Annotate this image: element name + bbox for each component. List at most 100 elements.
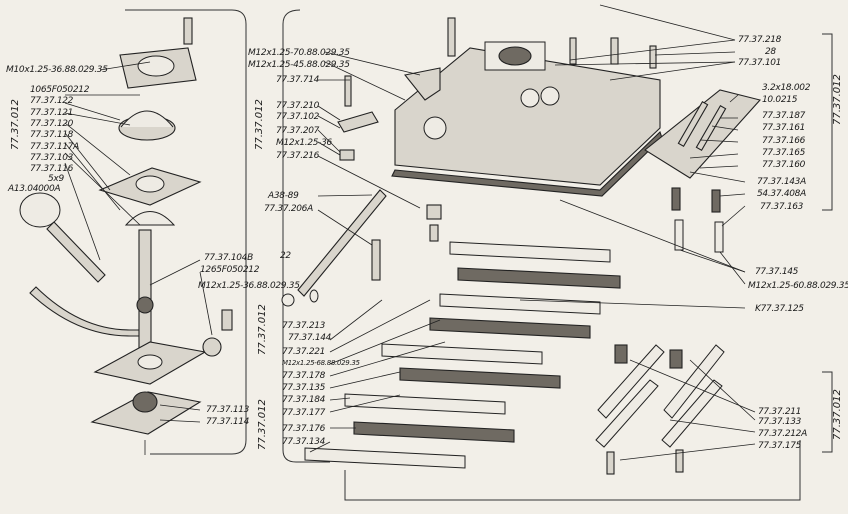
label-77-37-206a: 77.37.206A <box>264 204 313 214</box>
rail-3 <box>439 293 601 315</box>
bolt-top-left <box>183 17 193 45</box>
shift-rails <box>304 241 621 469</box>
label-77-37-135: 77.37.135 <box>282 383 326 393</box>
bottom-right-bracket <box>822 371 833 453</box>
label-77-37-117a: 77.37.117A <box>30 142 79 152</box>
spring-small <box>429 224 439 242</box>
label-side-left: 77.37.012 <box>10 99 21 150</box>
rail-9 <box>304 447 466 469</box>
label-bolt-m12-left: M12x1.25-36.88.029.35 <box>198 281 300 291</box>
housing-body <box>394 47 661 186</box>
label-side-middle-lower: 77.37.012 <box>257 399 268 450</box>
stud-top <box>447 17 456 57</box>
plunger-2 <box>714 221 724 253</box>
housing-parts <box>281 17 663 307</box>
label-77-37-211: 77.37.211 <box>758 407 801 417</box>
label-m12-36: M12x1.25-36 <box>276 138 333 148</box>
label-m12-70: M12x1.25-70.88.029.35 <box>248 48 350 58</box>
label-77-37-133: 77.37.133 <box>758 417 802 427</box>
label-a38-89: A38-89 <box>267 191 299 201</box>
right-bracket <box>822 33 833 211</box>
gasket-ring <box>132 391 158 413</box>
side-rod-2 <box>695 104 727 152</box>
clamp-bolt <box>221 309 233 331</box>
label-k77-37-125: K77.37.125 <box>755 304 804 314</box>
label-77-37-207: 77.37.207 <box>276 126 320 136</box>
label-77-37-218: 77.37.218 <box>738 35 782 45</box>
bushing-2 <box>669 349 683 369</box>
plate-bottom-2 <box>663 344 725 419</box>
label-m12-45: M12x1.25-45.88.029.35 <box>248 60 350 70</box>
bolt-bottom-2 <box>675 449 684 473</box>
stud-center <box>569 37 577 65</box>
leader-lines <box>64 4 756 461</box>
rail-4 <box>429 317 591 339</box>
spring-right-1 <box>671 187 681 211</box>
middle-group-frame <box>282 9 330 463</box>
label-77-37-161: 77.37.161 <box>762 123 805 133</box>
label-77-37-145: 77.37.145 <box>755 267 799 277</box>
label-77-37-166: 77.37.166 <box>762 136 806 146</box>
knob-stem <box>46 221 106 283</box>
label-77-37-113: 77.37.113 <box>206 405 250 415</box>
rail-1 <box>449 241 611 263</box>
shift-lever-bent <box>29 286 151 337</box>
right-parts <box>595 89 762 475</box>
label-77-37-212a: 77.37.212A <box>758 429 807 439</box>
label-77-37-175: 77.37.175 <box>758 441 802 451</box>
gasket-plate <box>90 391 202 435</box>
side-rod-1 <box>677 100 709 148</box>
washer-block <box>339 149 355 161</box>
label-side-right: 77.37.012 <box>832 74 843 125</box>
label-77-37-165: 77.37.165 <box>762 148 806 158</box>
rail-7 <box>344 393 506 415</box>
label-5x9: 5x9 <box>48 174 64 184</box>
label-77-37-102: 77.37.102 <box>276 112 320 122</box>
label-77-37-221: 77.37.221 <box>282 347 325 357</box>
plate-bottom-4 <box>661 379 723 448</box>
label-77-37-120: 77.37.120 <box>30 119 74 129</box>
label-77-37-177: 77.37.177 <box>282 408 326 418</box>
label-77-37-178: 77.37.178 <box>282 371 326 381</box>
bushing-block <box>426 204 442 220</box>
left-parts <box>19 17 233 455</box>
bolt-bottom-1 <box>606 451 615 475</box>
plunger-1 <box>674 219 684 251</box>
cover-boot-hole <box>137 55 175 77</box>
housing-opening <box>498 46 532 66</box>
label-54-37-408a: 54.37.408A <box>757 189 806 199</box>
part-labels: M10x1.25-36.88.029.35 1065F050212 77.37.… <box>6 35 848 451</box>
stud-right <box>610 37 619 65</box>
label-77-37-116: 77.37.116 <box>30 164 74 174</box>
label-77-37-163: 77.37.163 <box>760 202 804 212</box>
housing-bore-left <box>423 116 447 140</box>
label-side-middle-top: 77.37.012 <box>254 99 265 150</box>
stud-left <box>344 75 352 107</box>
label-28: 28 <box>765 47 776 57</box>
label-77-37-187: 77.37.187 <box>762 111 806 121</box>
rail-5 <box>381 343 543 365</box>
label-77-37-216: 77.37.216 <box>276 151 320 161</box>
label-77-37-118: 77.37.118 <box>30 130 74 140</box>
lever-ball <box>136 296 154 314</box>
lever-knob <box>19 192 61 228</box>
boot-dome <box>120 110 174 128</box>
label-77-37-714: 77.37.714 <box>276 75 320 85</box>
label-77-37-103: 77.37.103 <box>30 153 74 163</box>
rail-8 <box>353 421 515 443</box>
rail-6 <box>399 367 561 389</box>
stud-far-right <box>649 45 657 69</box>
label-77-37-213: 77.37.213 <box>282 321 326 331</box>
flange-center <box>135 175 165 193</box>
clamp-ring <box>202 337 222 357</box>
housing-bore-2 <box>540 86 560 106</box>
bracket-left <box>404 67 441 101</box>
label-77-37-134: 77.37.134 <box>282 437 326 447</box>
lever-shaft <box>138 229 152 351</box>
detent-spring <box>371 239 381 281</box>
label-77-37-184: 77.37.184 <box>282 395 326 405</box>
label-77-37-121: 77.37.121 <box>30 108 73 118</box>
label-77-37-122: 77.37.122 <box>30 96 74 106</box>
